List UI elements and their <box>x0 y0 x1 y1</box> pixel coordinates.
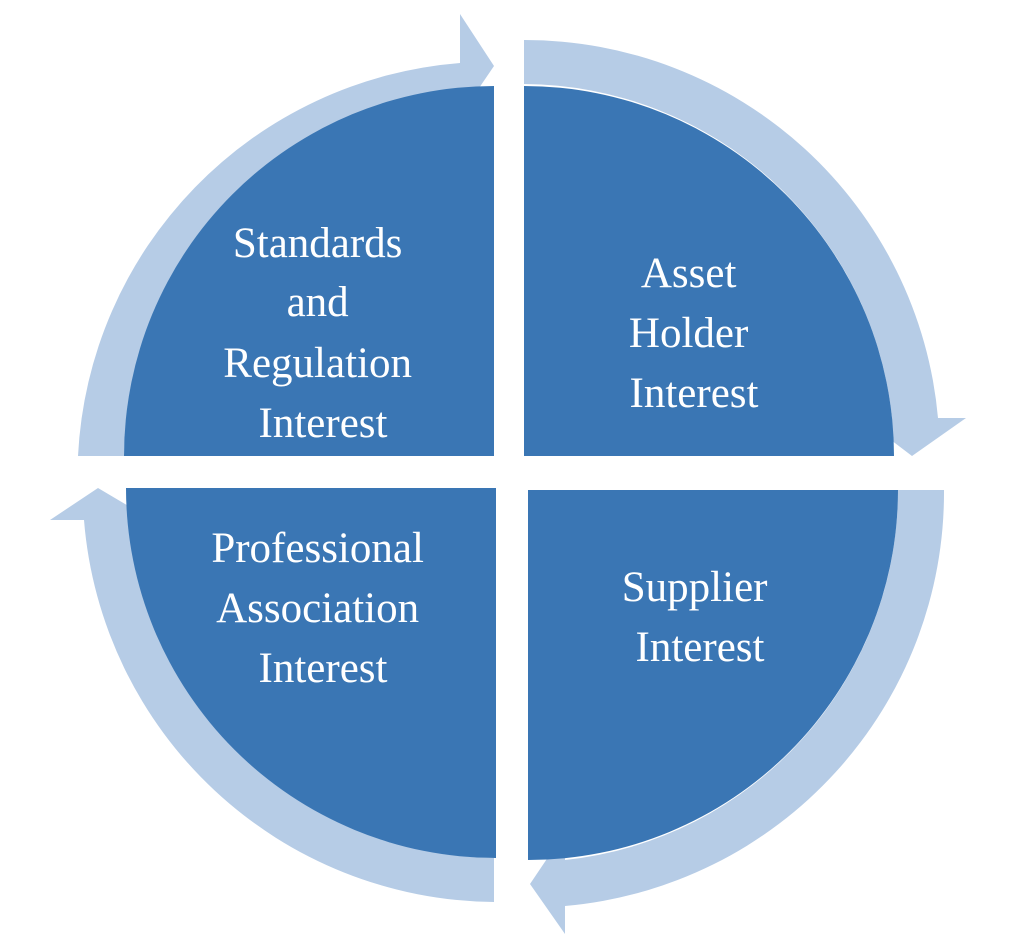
label-line: Interest <box>259 645 388 692</box>
label-line: Asset <box>641 250 737 297</box>
quadrant-standards-and-regulation <box>124 86 494 456</box>
label-line: Holder <box>629 310 748 357</box>
label-line: Standards <box>233 220 403 267</box>
ring-arrow-bottom-left <box>50 488 494 902</box>
quadrant-asset-holder <box>524 86 894 456</box>
label-line: Regulation <box>223 340 412 387</box>
label-line: Interest <box>630 370 759 417</box>
label-line: Interest <box>259 400 388 447</box>
label-line: Supplier <box>622 564 768 611</box>
label-line: Interest <box>636 624 765 671</box>
ring-arrow-top-right <box>524 39 966 457</box>
label-standards-and-regulation: Standards and Regulation Interest <box>223 220 422 447</box>
ring-arrow-bottom-right <box>530 490 945 934</box>
quadrant-supplier <box>528 490 898 860</box>
cycle-ring <box>50 14 966 934</box>
label-supplier: Supplier Interest <box>622 564 778 671</box>
label-line: Association <box>216 585 419 632</box>
quadrants <box>124 86 898 860</box>
label-line: Professional <box>211 525 424 572</box>
label-line: and <box>287 279 349 326</box>
label-professional-association: Professional Association Interest <box>211 525 434 692</box>
label-asset-holder: Asset Holder Interest <box>629 250 759 417</box>
ring-arrow-top-left <box>78 14 494 456</box>
quadrant-labels: Standards and Regulation Interest Asset … <box>211 220 778 692</box>
quadrant-professional-association <box>126 488 496 858</box>
